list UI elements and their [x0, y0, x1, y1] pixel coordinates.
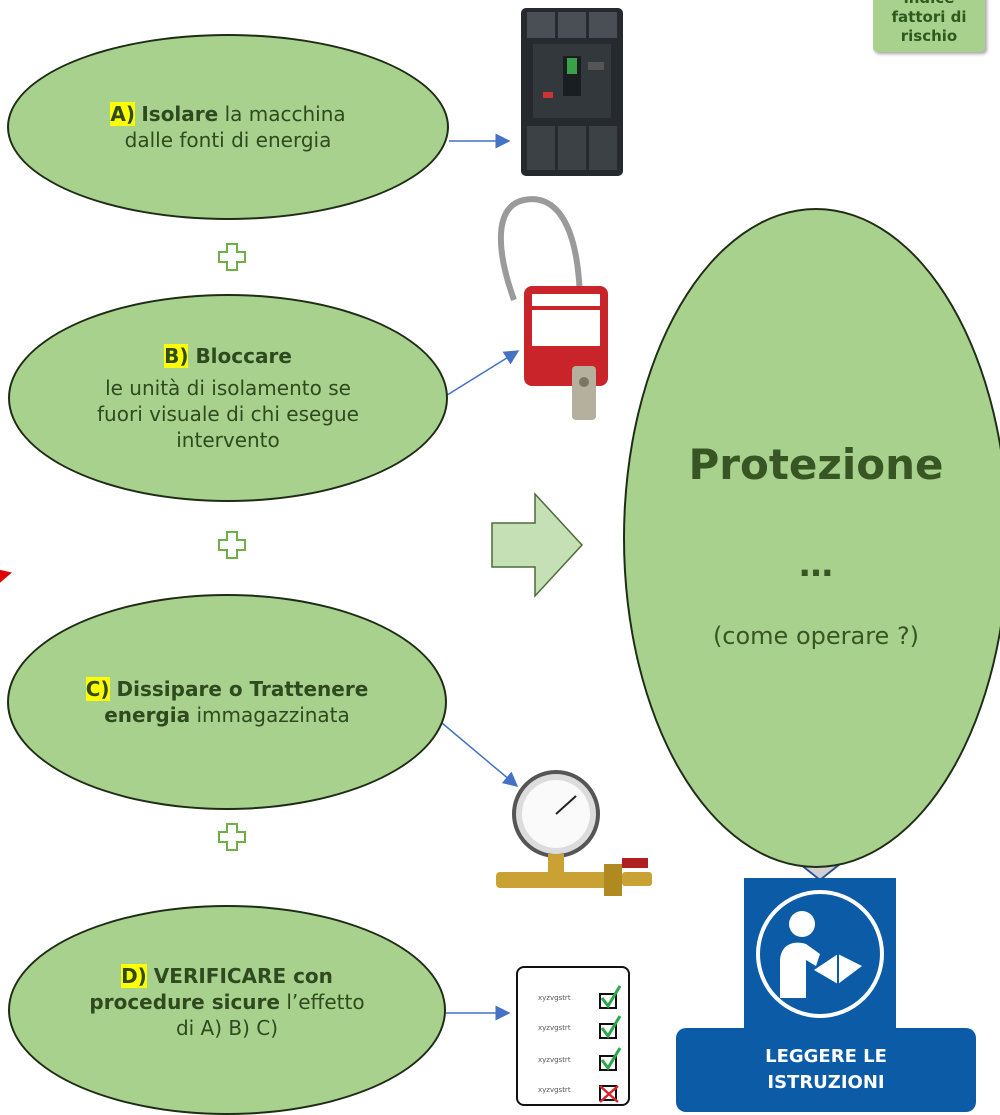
circuit-breaker-image: [521, 8, 623, 176]
step-c-bold2: energia: [104, 703, 191, 727]
step-a-ellipse: A) Isolare la macchina dalle fonti di en…: [7, 34, 449, 220]
read-instructions-button[interactable]: LEGGERE LE ISTRUZIONI: [676, 1028, 976, 1112]
step-c-letter: C): [85, 677, 110, 701]
back-button-line1: Torna a indice: [873, 0, 985, 8]
lockout-padlock-image: [497, 196, 608, 420]
step-a-line2: dalle fonti di energia: [124, 128, 332, 152]
read-manual-icon: [756, 890, 884, 1018]
read-manual-sign: [744, 878, 896, 1030]
checklist-item: xyzvgstrt: [538, 1024, 571, 1032]
checklist-marks: [599, 985, 622, 1103]
step-d-ellipse: D) VERIFICARE con procedure sicure l’eff…: [8, 905, 446, 1115]
step-a-bold: Isolare: [141, 102, 219, 126]
protezione-dots: …: [799, 545, 833, 585]
checklist-item: xyzvgstrt: [538, 994, 571, 1002]
step-a-letter: A): [110, 102, 135, 126]
read-instructions-line2: ISTRUZIONI: [767, 1072, 885, 1093]
pressure-gauge-image: [496, 770, 652, 896]
back-button-line2: fattori di rischio: [891, 8, 967, 45]
step-b-line2: le unità di isolamento se: [105, 376, 351, 400]
protezione-subtitle: (come operare ?): [712, 622, 920, 650]
read-instructions-line1: LEGGERE LE: [765, 1046, 887, 1067]
step-b-bold: Bloccare: [195, 344, 292, 368]
red-arrow: [0, 566, 12, 590]
arrow-b-to-padlock: [443, 350, 520, 398]
protezione-title: Protezione: [688, 440, 944, 489]
step-c-bold: Dissipare o Trattenere: [116, 677, 369, 701]
checklist-item: xyzvgstrt: [538, 1086, 571, 1094]
step-c-ellipse: C) Dissipare o Trattenere energia immaga…: [7, 594, 447, 810]
checklist-image: xyzvgstrt xyzvgstrt xyzvgstrt xyzvgstrt: [516, 966, 630, 1106]
plus-icon: [218, 243, 246, 271]
block-arrow-right: [491, 492, 584, 598]
step-d-rest2: l’effetto: [279, 990, 365, 1014]
step-d-letter: D): [121, 964, 147, 988]
back-to-index-button[interactable]: Torna a indice fattori di rischio: [873, 0, 985, 52]
step-b-ellipse: B) Bloccare le unità di isolamento se fu…: [8, 294, 448, 502]
step-b-line4: intervento: [176, 428, 280, 452]
protezione-ellipse: Protezione … (come operare ?): [623, 208, 1000, 868]
step-b-letter: B): [164, 344, 189, 368]
step-d-bold: VERIFICARE con: [153, 964, 333, 988]
step-b-line3: fuori visuale di chi esegue: [97, 402, 359, 426]
plus-icon: [218, 531, 246, 559]
step-c-rest2: immagazzinata: [190, 703, 350, 727]
plus-icon: [218, 823, 246, 851]
step-d-line3: di A) B) C): [175, 1016, 279, 1040]
step-d-bold2: procedure sicure: [89, 990, 280, 1014]
checklist-item: xyzvgstrt: [538, 1056, 571, 1064]
step-a-rest: la macchina: [218, 102, 346, 126]
